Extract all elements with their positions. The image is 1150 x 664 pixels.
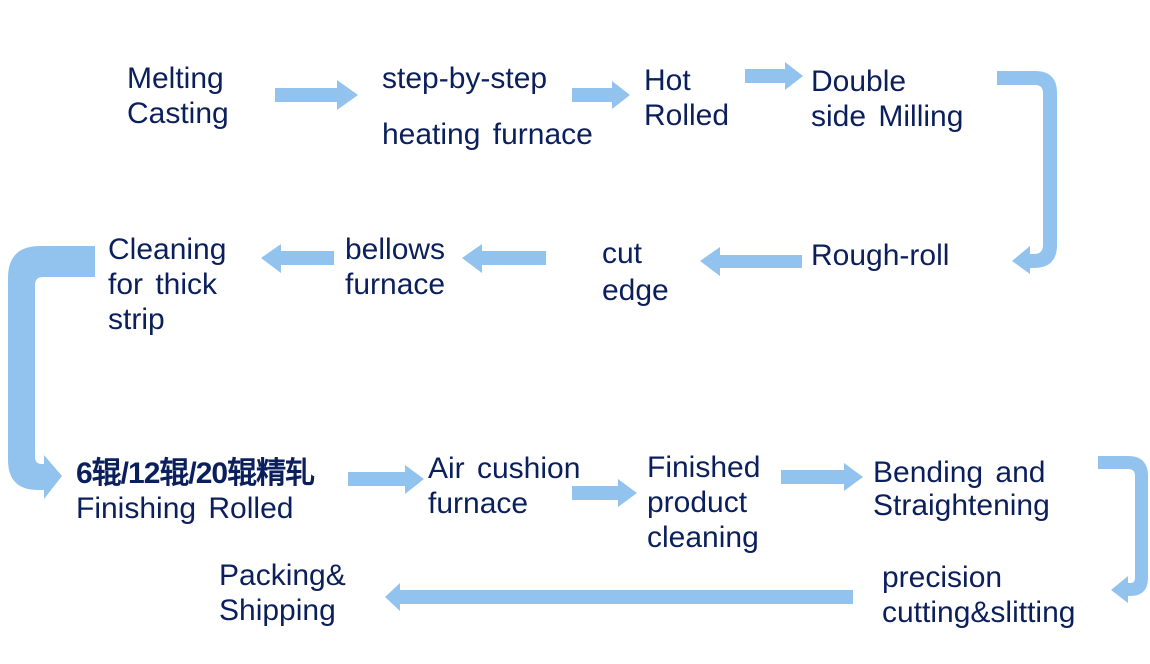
arrow-finished-to-bending xyxy=(781,463,863,491)
step-line: for thick xyxy=(108,268,218,301)
step-line: edge xyxy=(602,274,669,307)
step-cut-edge: cut edge xyxy=(602,235,669,309)
step-line: cleaning xyxy=(647,521,759,554)
step-bellows-furnace: bellows furnace xyxy=(345,232,445,302)
step-line: Rough-roll xyxy=(811,239,950,272)
step-double-side-milling: Double side Milling xyxy=(811,64,963,134)
step-line: Bending and xyxy=(873,456,1046,489)
step-bending-straightening: Bending and Straightening xyxy=(873,456,1050,522)
step-line: Double xyxy=(811,65,907,98)
step-line: Hot xyxy=(644,64,691,97)
arrow-cut-edge-to-bellows xyxy=(462,244,546,273)
arrow-air-cushion-to-finished xyxy=(572,479,637,507)
step-line: cut xyxy=(602,237,643,270)
step-line: Finishing Rolled xyxy=(76,492,294,525)
step-finishing-rolled: 6辊/12辊/20辊精轧 Finishing Rolled xyxy=(76,456,315,526)
arrow-heating-to-hot-rolled xyxy=(572,81,630,109)
step-line: Rolled xyxy=(644,99,730,132)
arrow-bellows-to-cleaning xyxy=(261,244,334,273)
arrow-rough-roll-to-cut-edge xyxy=(700,247,802,276)
arrow-finishing-to-air-cushion xyxy=(348,465,424,494)
step-line: furnace xyxy=(345,268,446,301)
arrow-hot-rolled-to-milling xyxy=(745,62,803,90)
step-line: Shipping xyxy=(219,594,336,627)
step-rough-roll: Rough-roll xyxy=(811,238,949,273)
arrow-precision-to-packing xyxy=(385,583,853,611)
step-line: cutting&slitting xyxy=(882,596,1076,629)
step-line: Cleaning xyxy=(108,233,227,266)
step-line: heating furnace xyxy=(382,118,593,151)
arrow-bending-to-precision xyxy=(1098,456,1148,603)
step-line: Straightening xyxy=(873,489,1050,522)
step-line: Casting xyxy=(127,97,229,130)
step-line: side Milling xyxy=(811,100,964,133)
arrow-melting-to-heating xyxy=(275,80,358,110)
step-line: bellows xyxy=(345,233,446,266)
step-air-cushion-furnace: Air cushion furnace xyxy=(428,451,580,521)
arrow-cleaning-to-finishing xyxy=(8,246,95,499)
step-line: strip xyxy=(108,303,165,336)
step-line: step-by-step xyxy=(382,62,548,95)
step-cleaning-thick-strip: Cleaning for thick strip xyxy=(108,232,226,337)
step-line: Finished xyxy=(647,451,761,484)
step-precision-cutting-slitting: precision cutting&slitting xyxy=(882,560,1075,630)
step-finished-product-cleaning: Finished product cleaning xyxy=(647,450,760,555)
step-line: Air cushion xyxy=(428,452,581,485)
step-line: precision xyxy=(882,561,1003,594)
step-heating-furnace: step-by-step heating furnace xyxy=(382,51,593,163)
step-line: Melting xyxy=(127,62,224,95)
step-line: 6辊/12辊/20辊精轧 xyxy=(76,457,315,490)
step-packing-shipping: Packing& Shipping xyxy=(219,558,346,628)
step-line: Packing& xyxy=(219,559,346,592)
step-melting-casting: Melting Casting xyxy=(127,61,229,131)
step-line: furnace xyxy=(428,487,529,520)
step-line: product xyxy=(647,486,748,519)
step-hot-rolled: Hot Rolled xyxy=(644,63,729,133)
arrow-milling-to-rough-roll xyxy=(997,71,1057,274)
